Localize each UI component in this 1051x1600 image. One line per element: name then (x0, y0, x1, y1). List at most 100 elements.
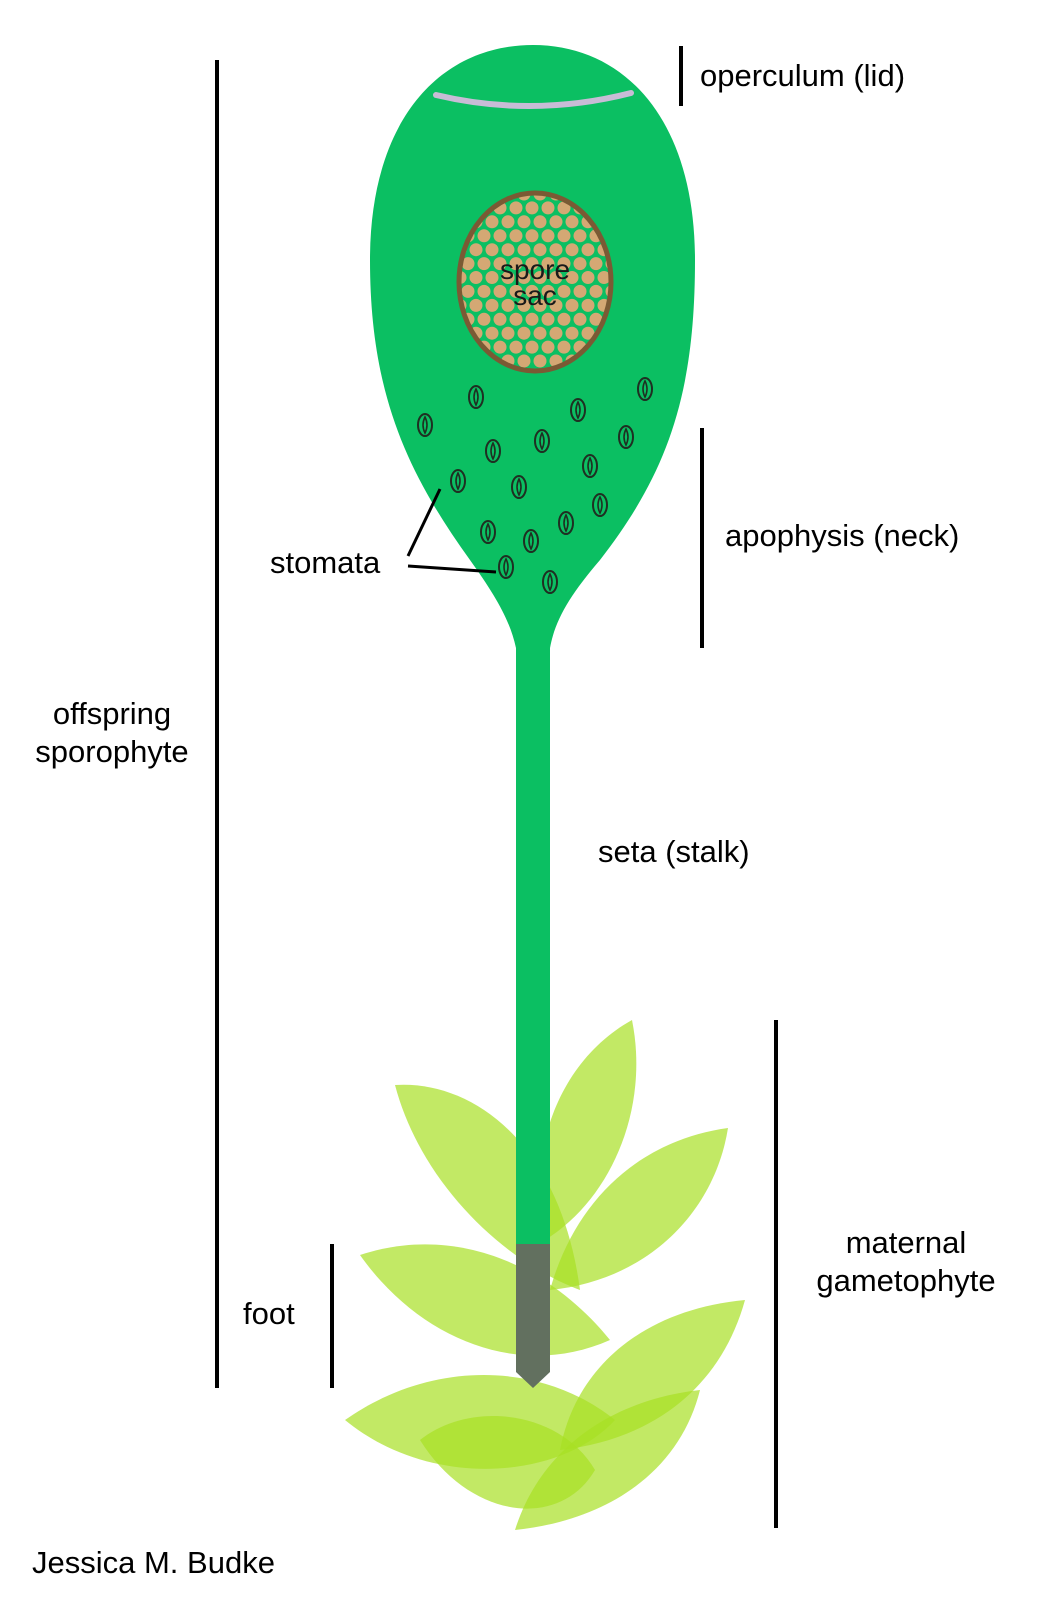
leaf (560, 1300, 745, 1450)
seta-label: seta (stalk) (598, 834, 750, 869)
spore-sac-label-line1: spore (500, 254, 570, 285)
spore-dot (581, 298, 595, 312)
foot-label: foot (243, 1296, 295, 1331)
leaf (550, 1128, 728, 1290)
spore-dot (525, 201, 539, 215)
spore-dot (461, 284, 475, 298)
spore-dot (525, 257, 539, 271)
spore-dot (573, 257, 587, 271)
spore-dot (517, 215, 531, 229)
spore-dot (541, 340, 555, 354)
spore-dot (549, 271, 563, 284)
spore-dot (501, 215, 515, 229)
spore-dot (565, 271, 579, 284)
spore-dot (493, 257, 507, 271)
spore-dot (477, 284, 491, 298)
spore-dot (509, 201, 523, 215)
spore-dot (573, 229, 587, 243)
offspring-label-line1: offspring (53, 696, 171, 731)
leaf (420, 1416, 595, 1509)
spore-dot (541, 257, 555, 271)
spore-dot (565, 326, 579, 340)
spore-dot (509, 340, 523, 354)
spore-dot (501, 271, 515, 284)
spore-dot (477, 312, 491, 326)
offspring-label-line2: sporophyte (35, 734, 188, 769)
spore-dot (589, 312, 603, 326)
spore-dot (517, 326, 531, 340)
spore-dot (509, 312, 523, 326)
spore-dot (485, 326, 499, 340)
apophysis-label: apophysis (neck) (725, 518, 959, 553)
spore-dot (549, 326, 563, 340)
spore-dot (525, 229, 539, 243)
spore-dot (541, 312, 555, 326)
spore-dot (533, 326, 547, 340)
spore-dot (493, 284, 507, 298)
spore-dot (485, 298, 499, 312)
spore-dot (517, 354, 531, 368)
spore-dot (581, 243, 595, 257)
stomata-pointer-lines (406, 488, 497, 574)
spore-dot (589, 257, 603, 271)
spore-dot (501, 298, 515, 312)
spore-dot (460, 271, 467, 284)
spore-dot (485, 243, 499, 257)
spore-dot (533, 194, 547, 201)
spore-dot (525, 284, 539, 298)
spore-dot (493, 340, 507, 354)
maternal-label-line1: maternal (846, 1225, 967, 1260)
spore-sac-label-line2: sac (513, 280, 557, 311)
spore-dot (557, 257, 571, 271)
spore-dot (469, 298, 483, 312)
spore-dot (557, 284, 571, 298)
spore-dot (549, 298, 563, 312)
spore-dot (517, 271, 531, 284)
spore-dot (493, 312, 507, 326)
spore-dot (533, 298, 547, 312)
seta-stalk (516, 640, 550, 1250)
maternal-label-line2: gametophyte (816, 1263, 995, 1298)
spore-dot (533, 271, 547, 284)
operculum-ring (433, 90, 634, 110)
author-credit: Jessica M. Budke (32, 1545, 275, 1580)
spore-dot (517, 298, 531, 312)
leaf (539, 1020, 637, 1240)
spore-dot (493, 229, 507, 243)
operculum-label: operculum (lid) (700, 58, 905, 93)
spore-dot (485, 215, 499, 229)
spore-dot (565, 215, 579, 229)
spore-dot (589, 284, 603, 298)
spore-dot (557, 340, 571, 354)
foot-shape (516, 1244, 550, 1388)
spore-dot (581, 326, 595, 340)
spore-dot (557, 312, 571, 326)
spore-dot (573, 284, 587, 298)
spore-dot (533, 354, 547, 368)
spore-dot (573, 312, 587, 326)
spore-dot (565, 243, 579, 257)
spore-dot (469, 243, 483, 257)
spore-dot (533, 215, 547, 229)
spore-dot (469, 271, 483, 284)
spore-dot (501, 326, 515, 340)
spore-dot (541, 229, 555, 243)
spore-dot (549, 215, 563, 229)
spore-dot (533, 243, 547, 257)
spore-dot (477, 257, 491, 271)
spore-dot (517, 243, 531, 257)
spore-dot (597, 271, 610, 284)
spore-dot (565, 298, 579, 312)
spore-dot (485, 271, 499, 284)
spore-dot (509, 229, 523, 243)
spore-dot (501, 243, 515, 257)
spore-dot (461, 257, 475, 271)
stomata-label: stomata (270, 545, 381, 580)
spore-dot (509, 257, 523, 271)
spore-dot (557, 229, 571, 243)
spore-dot (477, 229, 491, 243)
spore-dot (525, 340, 539, 354)
spore-dot (509, 284, 523, 298)
spore-dot (525, 312, 539, 326)
spore-dot (541, 201, 555, 215)
